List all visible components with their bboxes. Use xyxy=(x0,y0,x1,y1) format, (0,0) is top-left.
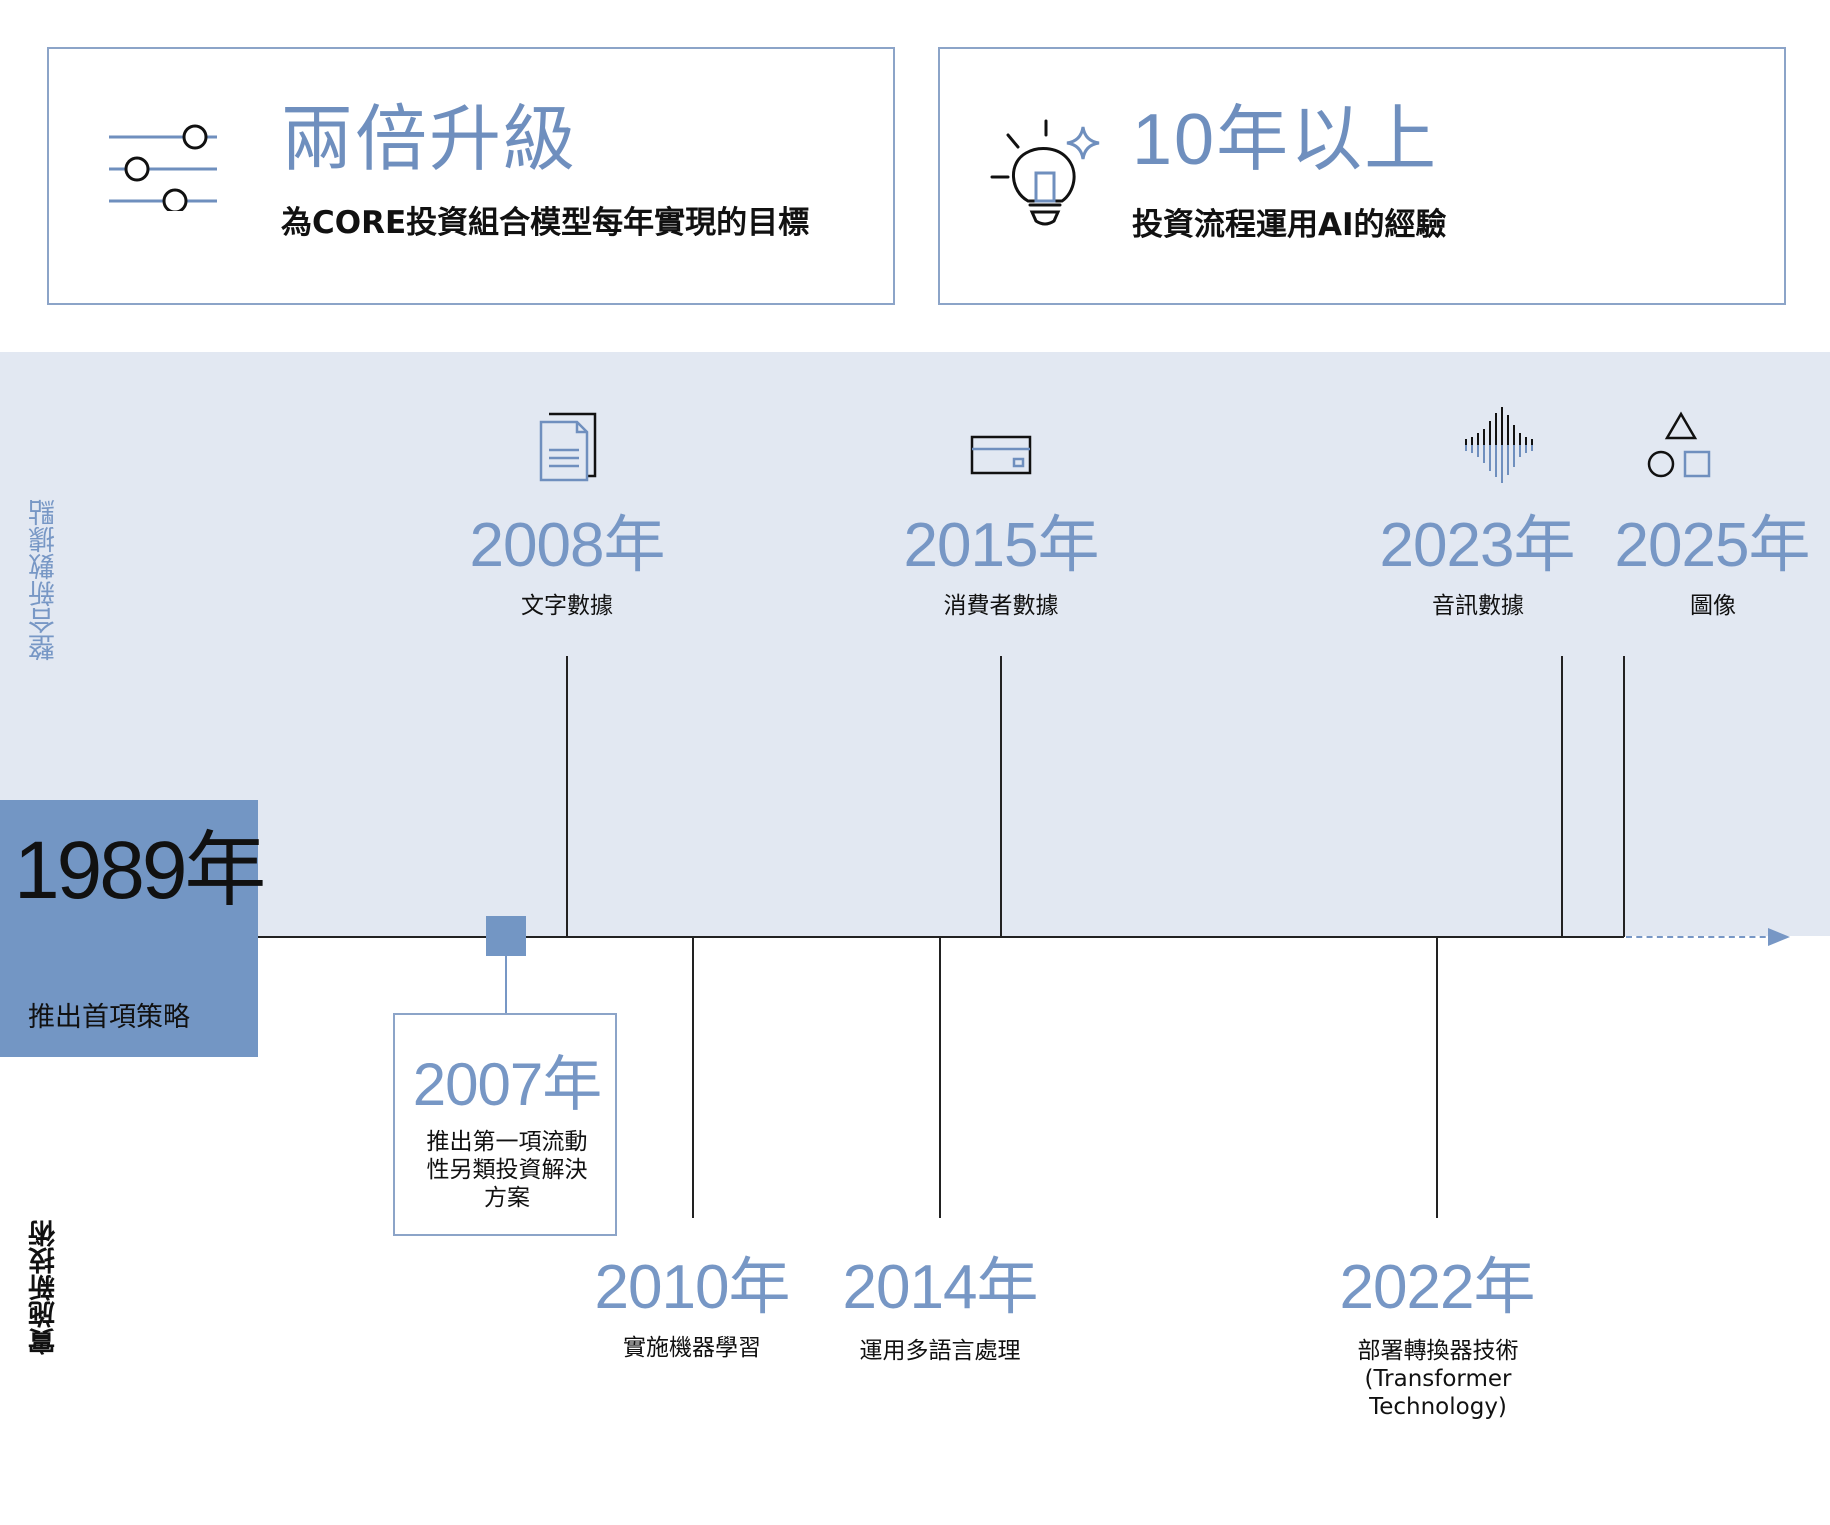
event-desc-2025: 圖像 xyxy=(1690,593,1736,619)
event-year-2025: 2025年 xyxy=(1614,511,1811,580)
document-icon xyxy=(539,412,597,482)
event-desc-2007: 推出第一項流動性另類投資解決方案 xyxy=(426,1129,588,1211)
event-year-2008: 2008年 xyxy=(469,511,666,580)
start-year: 1989年 xyxy=(14,825,266,916)
event-marker-2007 xyxy=(486,916,526,956)
event-stem-2015 xyxy=(1000,656,1002,937)
event-desc-2008: 文字數據 xyxy=(521,593,613,619)
event-note-2022-line1: (Transformer xyxy=(1364,1366,1512,1392)
stat-card-ai-experience: 10年以上 投資流程運用AI的經驗 xyxy=(938,47,1786,305)
sliders-icon xyxy=(109,124,217,211)
event-stem-2022 xyxy=(1436,937,1438,1218)
event-connector-2007 xyxy=(505,956,507,1013)
card-title: 10年以上 xyxy=(1132,100,1439,180)
event-stem-2010 xyxy=(692,937,694,1218)
event-stem-2008 xyxy=(566,656,568,937)
sound-wave-icon xyxy=(1465,407,1533,483)
start-description: 推出首項策略 xyxy=(28,1002,190,1033)
stat-card-double-upgrade: 兩倍升級 為CORE投資組合模型每年實現的目標 xyxy=(47,47,895,305)
data-points-band xyxy=(0,352,1830,936)
event-year-2023: 2023年 xyxy=(1379,511,1576,580)
timeline-axis xyxy=(258,936,1624,938)
credit-card-icon xyxy=(970,435,1032,475)
event-desc-2014: 運用多語言處理 xyxy=(859,1338,1021,1364)
event-desc-2015: 消費者數據 xyxy=(943,593,1059,619)
event-year-2010: 2010年 xyxy=(594,1253,791,1322)
event-stem-2023 xyxy=(1561,656,1563,937)
section-label-new-tech: 實施新技術 xyxy=(29,1220,60,1355)
event-box-2007: 2007年 推出第一項流動性另類投資解決方案 xyxy=(393,1013,617,1236)
event-note-2022-line2: Technology) xyxy=(1369,1394,1507,1420)
event-year-2015: 2015年 xyxy=(903,511,1100,580)
arrow-right-icon xyxy=(1768,928,1790,946)
event-year-2014: 2014年 xyxy=(842,1253,1039,1322)
section-label-new-data: 整合新數據點 xyxy=(29,499,60,661)
event-year-2007: 2007年 xyxy=(412,1051,602,1118)
timeline-future-dash xyxy=(1626,936,1776,938)
start-block xyxy=(0,800,258,1057)
lightbulb-icon xyxy=(990,119,1100,226)
event-stem-2014 xyxy=(939,937,941,1218)
event-desc-2023: 音訊數據 xyxy=(1432,593,1524,619)
event-stem-2025 xyxy=(1623,656,1625,937)
card-title: 兩倍升級 xyxy=(281,100,578,180)
card-subtitle: 為CORE投資組合模型每年實現的目標 xyxy=(281,205,810,241)
event-desc-2010: 實施機器學習 xyxy=(623,1335,761,1361)
card-subtitle: 投資流程運用AI的經驗 xyxy=(1132,207,1447,243)
event-desc-2022: 部署轉換器技術 xyxy=(1357,1338,1519,1364)
event-year-2022: 2022年 xyxy=(1339,1253,1536,1322)
shapes-icon xyxy=(1647,411,1711,478)
